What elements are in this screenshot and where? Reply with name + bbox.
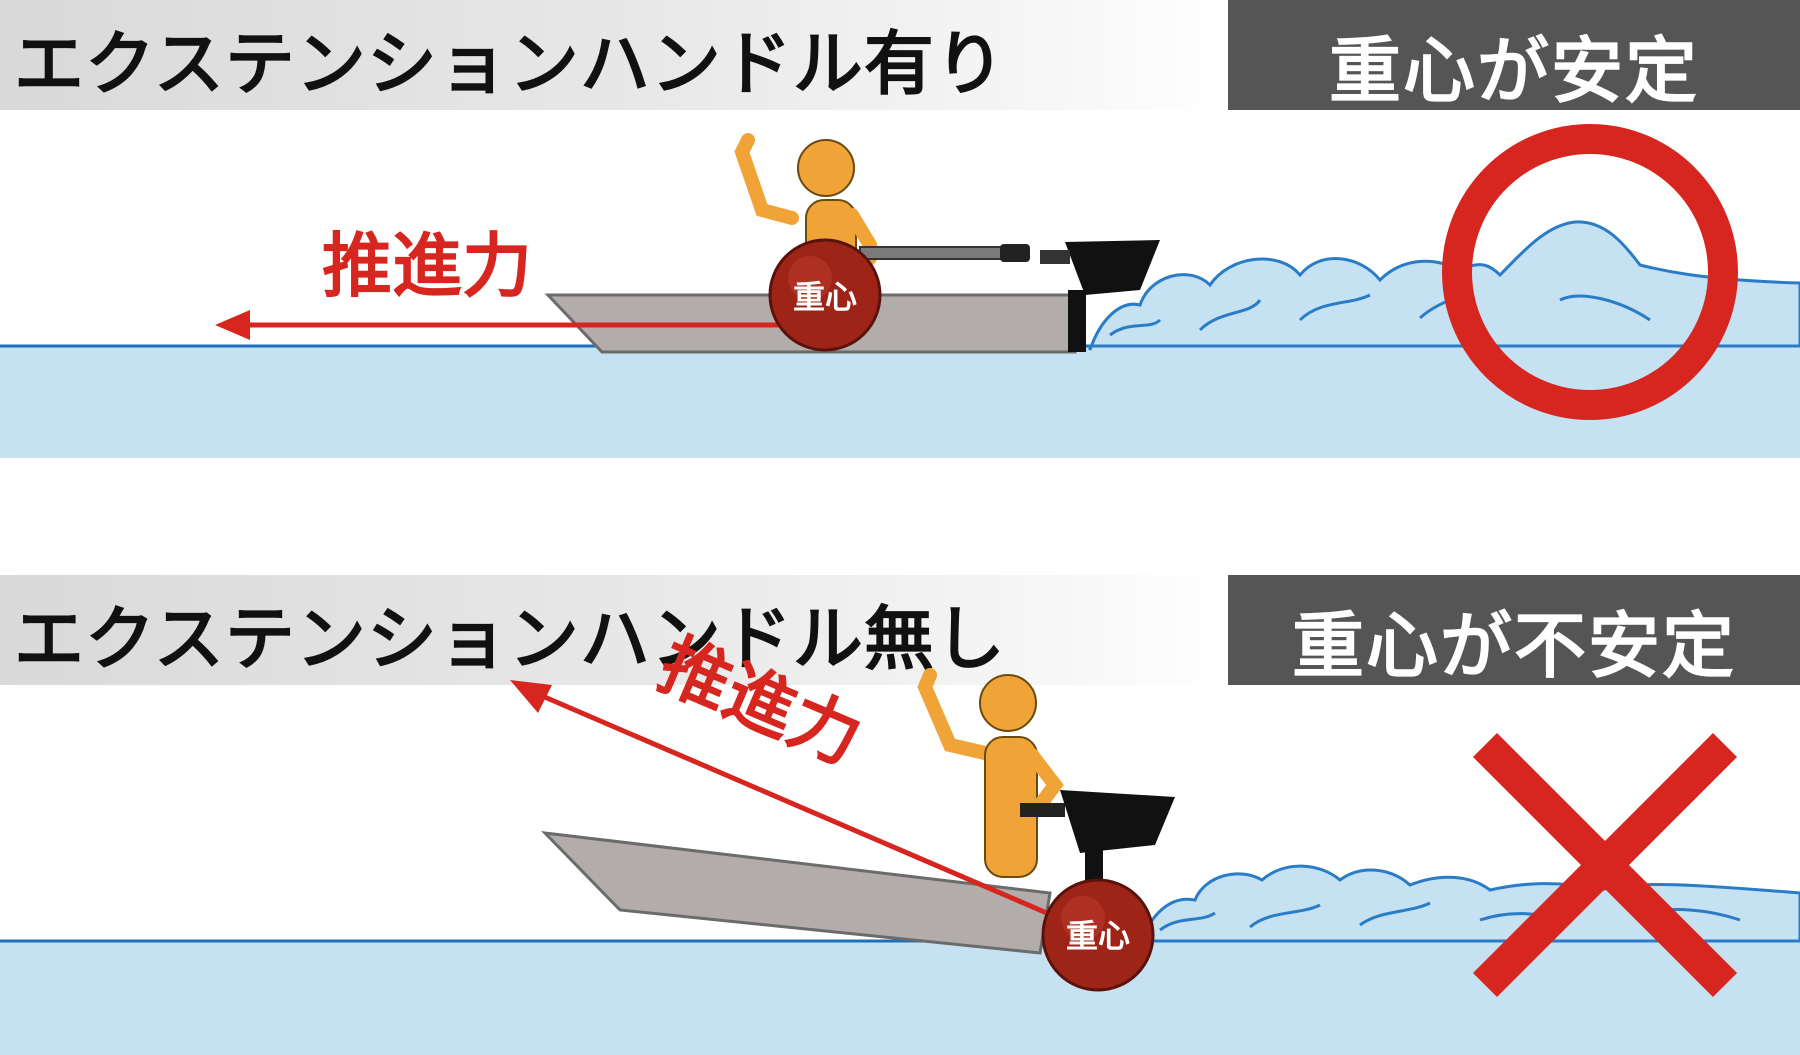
outboard-motor [1040,240,1160,352]
verdict-text: 重心が不安定 [1291,604,1736,688]
person [917,668,1064,878]
scene-illustration: 推進力 重心 [0,124,1800,458]
thrust-label: 推進力 [322,225,532,307]
cg-label: 重心 [1066,917,1130,955]
center-of-gravity [768,238,882,352]
panel-without-extension-handle: エクステンションハンドル無し 重心が不安定 [0,575,1800,1055]
scene-illustration: 推進力 重心 [0,623,1800,1055]
wake-splash [1138,864,1800,946]
boat-hull [540,831,1052,955]
title-bar: エクステンションハンドル有り [0,0,1225,110]
ng-cross-icon [1472,732,1738,998]
center-of-gravity [1041,878,1155,992]
panel-title: エクステンションハンドル有り [14,23,1006,105]
tiller-handle [1020,803,1065,817]
panel-title: エクステンションハンドル無し [14,598,1006,680]
title-bar: エクステンションハンドル無し [0,575,1225,685]
handle-grip [1000,244,1030,262]
verdict-box: 重心が不安定 [1228,575,1800,688]
extension-handle [859,246,1021,260]
thrust-arrow [215,310,820,340]
thrust-arrow [510,680,1099,938]
cg-label: 重心 [793,278,857,316]
verdict-text: 重心が安定 [1328,29,1699,113]
verdict-box: 重心が安定 [1228,0,1800,113]
panel-with-extension-handle: エクステンションハンドル有り 重心が安定 [0,0,1800,470]
ok-circle-icon [1442,124,1738,420]
